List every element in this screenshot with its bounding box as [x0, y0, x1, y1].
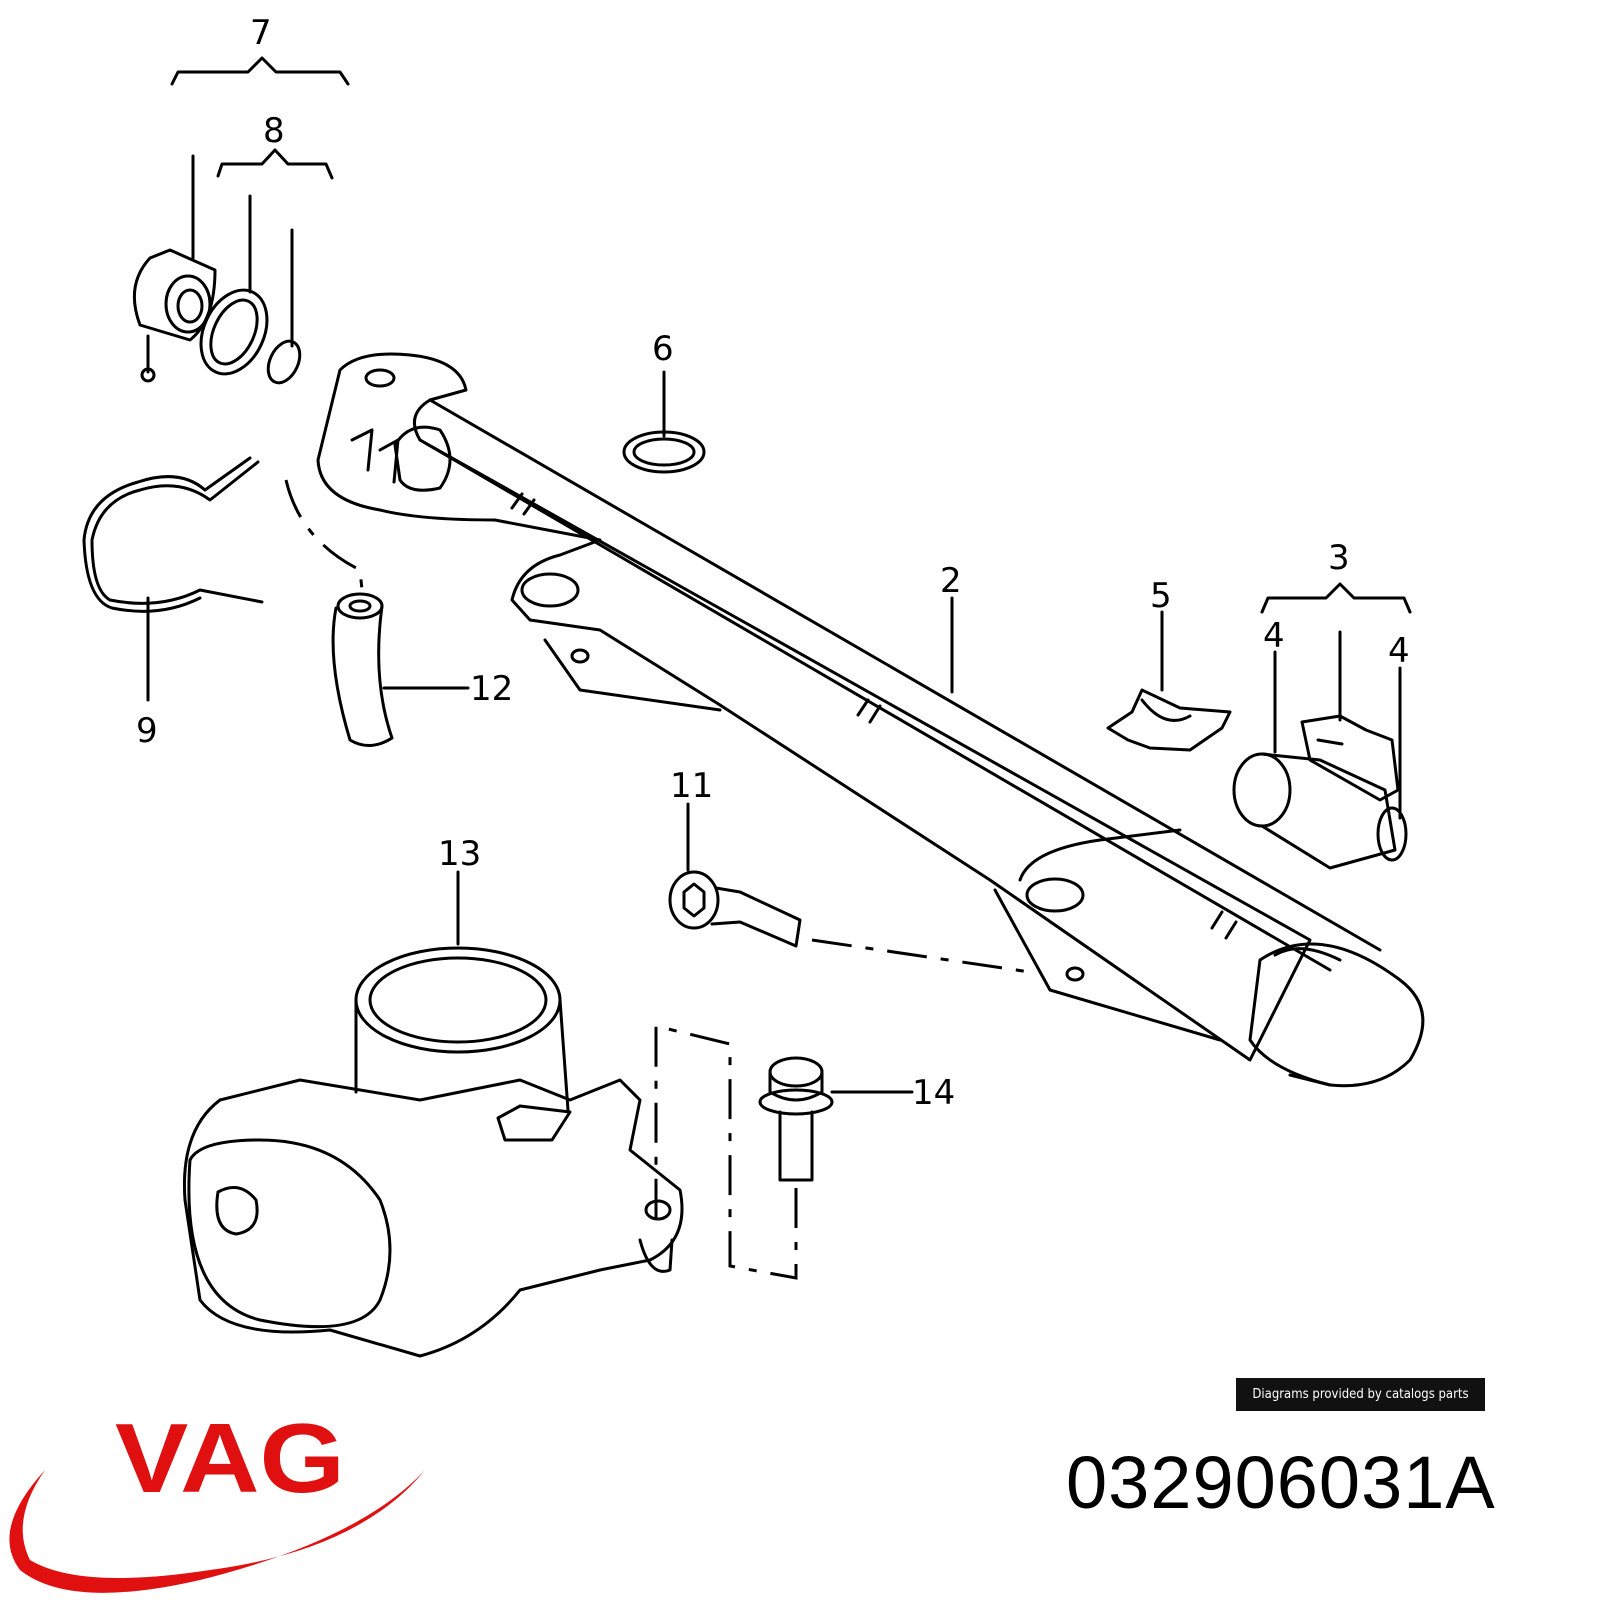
callout-13: 13 — [438, 834, 481, 874]
callout-4-left: 4 — [1263, 616, 1285, 656]
callout-14: 14 — [912, 1073, 955, 1113]
callout-11: 11 — [670, 766, 713, 806]
part-13-throttle-body — [182, 946, 684, 1358]
callout-2: 2 — [940, 561, 962, 601]
part-14-bolt — [758, 1056, 834, 1182]
vag-logo: VAG — [9, 1410, 425, 1593]
part-3-injector — [1232, 714, 1408, 870]
callout-8: 8 — [263, 111, 285, 151]
bracket-7 — [170, 56, 350, 86]
assembly-line-14 — [654, 1024, 798, 1280]
part-12-hose — [331, 592, 394, 747]
part-9-clip — [82, 456, 264, 613]
logo-swoosh — [9, 1470, 425, 1593]
leader-lines — [146, 154, 1402, 1094]
callout-5: 5 — [1150, 576, 1172, 616]
part-11-bolt — [668, 870, 802, 948]
bracket-8 — [216, 148, 334, 180]
part-7-injector-seal-housing — [132, 248, 217, 383]
callout-4-right: 4 — [1388, 631, 1410, 671]
callout-12: 12 — [470, 669, 513, 709]
part-number: 032906031A — [1066, 1441, 1496, 1524]
diagram-credit-badge: Diagrams provided by catalogs parts — [1236, 1378, 1485, 1411]
callout-6: 6 — [652, 329, 674, 369]
callout-3: 3 — [1328, 538, 1350, 578]
part-5-bracket — [1106, 688, 1232, 752]
callout-9: 9 — [136, 711, 158, 751]
part-6-o-ring — [622, 430, 706, 474]
bracket-3 — [1260, 582, 1412, 614]
part-8-o-rings — [199, 288, 302, 385]
assembly-line-12 — [284, 479, 364, 591]
callout-7: 7 — [250, 13, 272, 53]
assembly-line-11 — [811, 938, 1031, 974]
logo-text: VAG — [115, 1410, 345, 1513]
part-2-fuel-rail — [316, 352, 1425, 1088]
